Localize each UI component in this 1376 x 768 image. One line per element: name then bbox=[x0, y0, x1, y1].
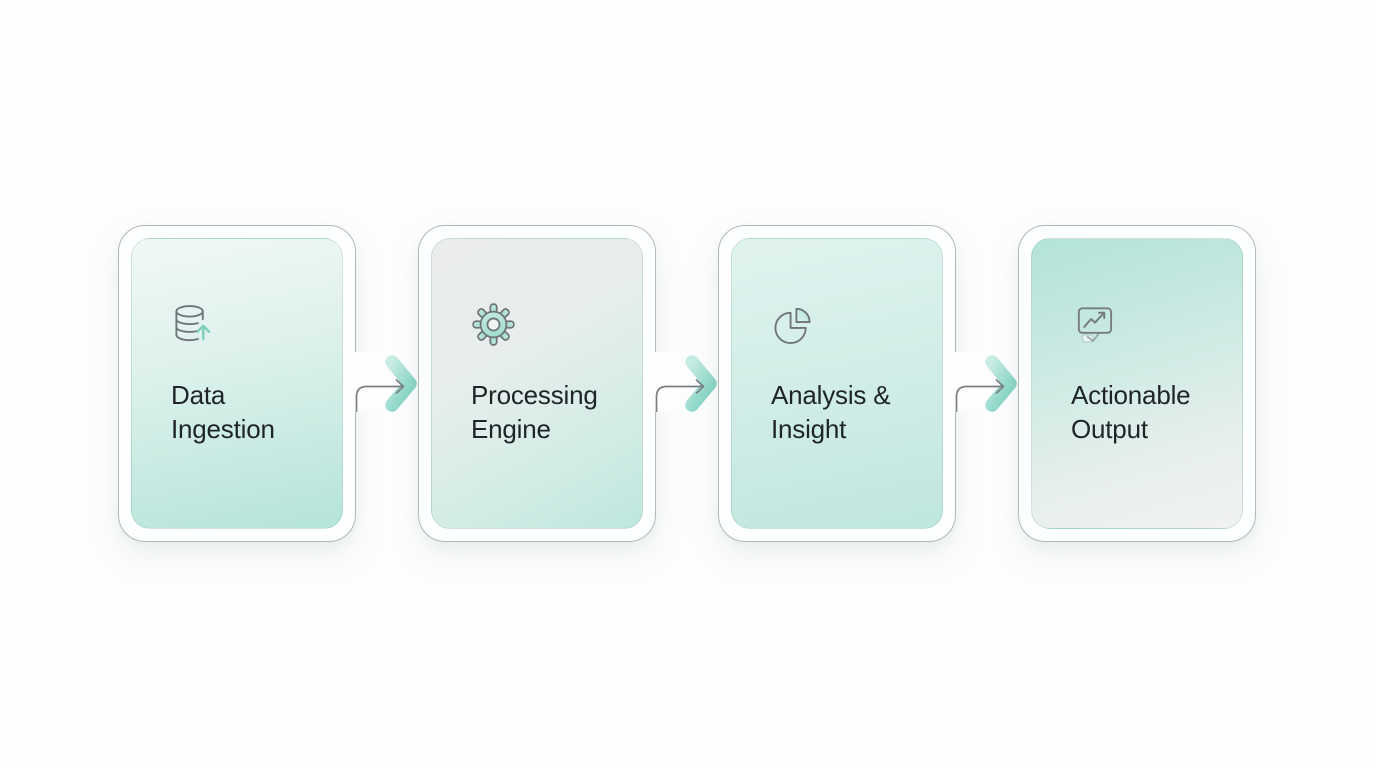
small-arrowhead-icon bbox=[695, 379, 705, 394]
arrow-right-icon bbox=[955, 355, 1017, 412]
chevron-right-icon bbox=[385, 355, 417, 412]
step-label: Actionable Output bbox=[1071, 378, 1246, 446]
line-chart-icon bbox=[1077, 307, 1113, 343]
database-upload-icon bbox=[175, 305, 211, 342]
connector-line bbox=[655, 385, 703, 412]
connector-line bbox=[955, 385, 1003, 412]
step-label-line1: Processing bbox=[471, 380, 598, 410]
arrow-right-icon bbox=[355, 355, 417, 412]
chevron-right-icon bbox=[685, 355, 717, 412]
small-arrowhead-icon bbox=[995, 379, 1005, 394]
step-label-line2: Insight bbox=[771, 414, 847, 444]
step-card-actionable-output: Actionable Output bbox=[1018, 225, 1256, 542]
pie-chart-icon bbox=[774, 307, 811, 344]
step-label-line1: Analysis & bbox=[771, 380, 891, 410]
flow-connector bbox=[653, 352, 730, 412]
flow-connector bbox=[353, 352, 430, 412]
step-label-line2: Engine bbox=[471, 414, 551, 444]
step-card-data-ingestion: Data Ingestion bbox=[118, 225, 356, 542]
step-label: Data Ingestion bbox=[171, 378, 346, 446]
step-label-line1: Actionable bbox=[1071, 380, 1191, 410]
step-card-surface: Analysis & Insight bbox=[731, 238, 943, 529]
trend-up-arrow-icon bbox=[1083, 311, 1106, 328]
step-label-line2: Ingestion bbox=[171, 414, 275, 444]
flow-connector bbox=[953, 352, 1030, 412]
step-card-surface: Processing Engine bbox=[431, 238, 643, 529]
step-label-line2: Output bbox=[1071, 414, 1148, 444]
step-card-analysis-insight: Analysis & Insight bbox=[718, 225, 956, 542]
arrow-up-icon bbox=[196, 324, 211, 341]
pie-slice bbox=[795, 307, 811, 323]
step-label-line1: Data bbox=[171, 380, 226, 410]
step-card-surface: Actionable Output bbox=[1031, 238, 1243, 529]
chevron-right-icon bbox=[985, 355, 1017, 412]
small-arrowhead-icon bbox=[395, 379, 405, 394]
arrow-right-icon bbox=[655, 355, 717, 412]
connector-line bbox=[355, 385, 403, 412]
step-label: Analysis & Insight bbox=[771, 378, 946, 446]
step-label: Processing Engine bbox=[471, 378, 646, 446]
check-icon bbox=[1086, 331, 1101, 343]
step-card-surface: Data Ingestion bbox=[131, 238, 343, 529]
gear-icon bbox=[472, 303, 515, 346]
step-card-processing-engine: Processing Engine bbox=[418, 225, 656, 542]
